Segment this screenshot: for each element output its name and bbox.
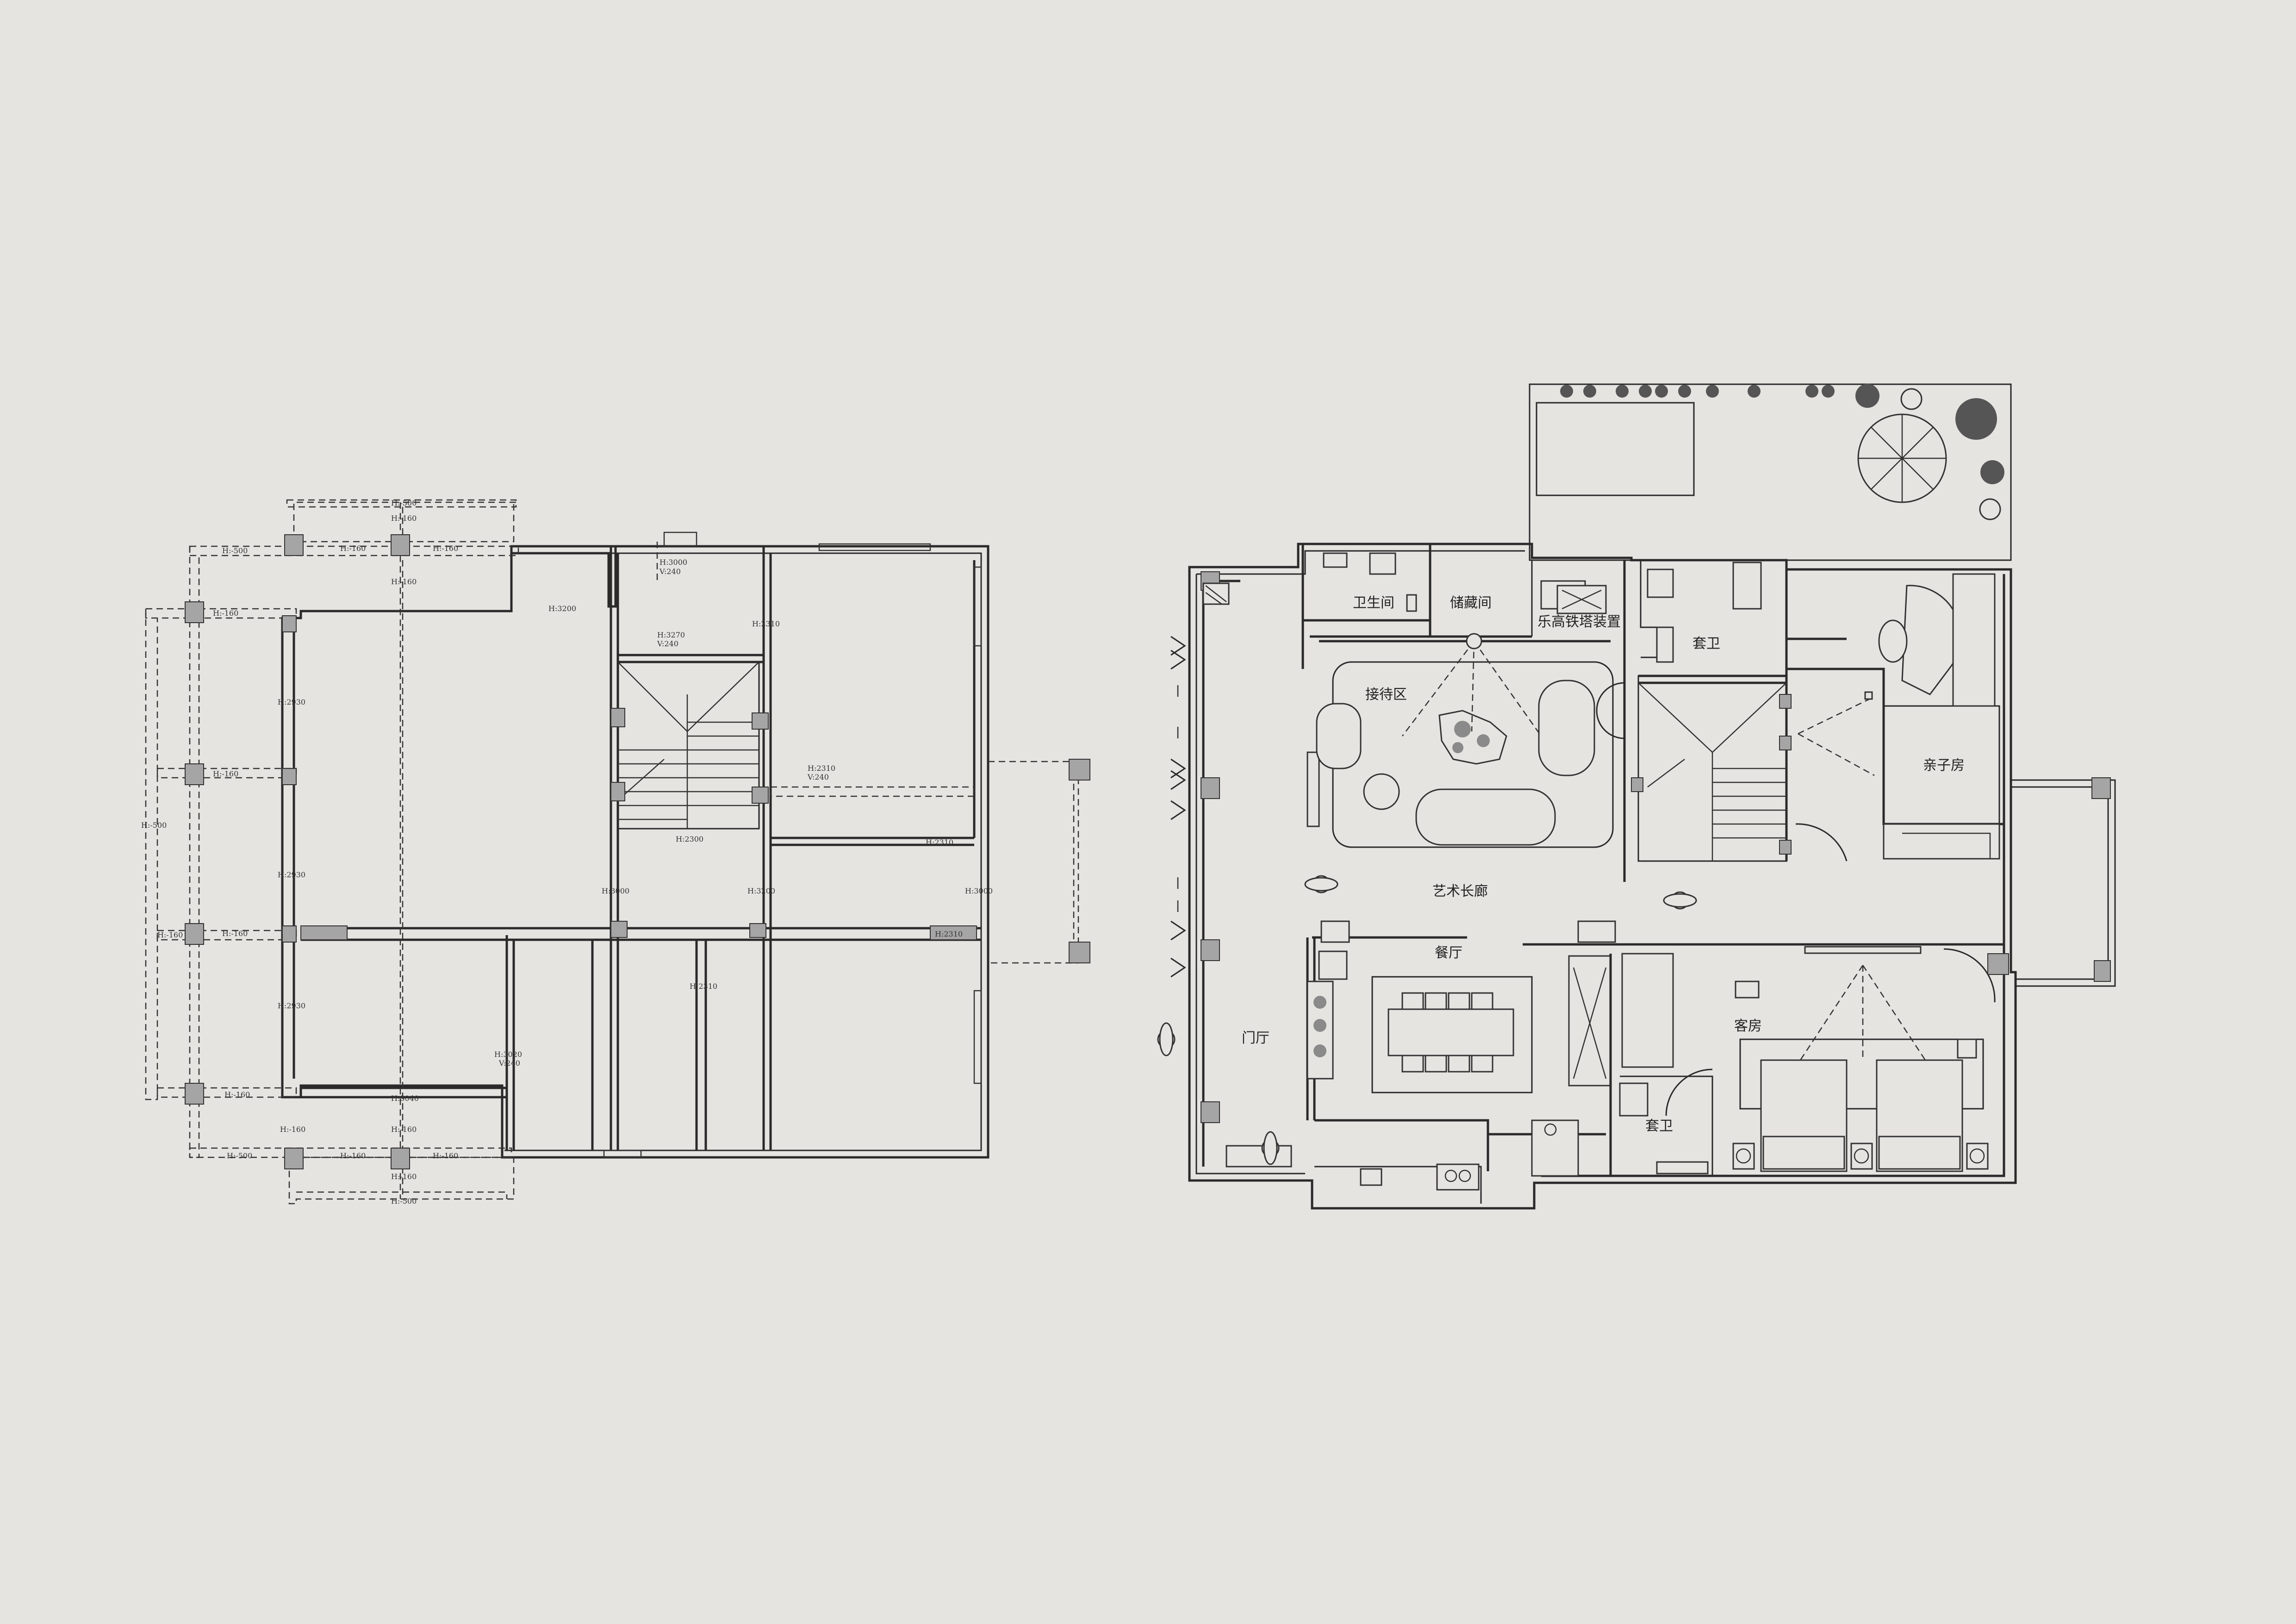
dim-label: H:2310 bbox=[690, 982, 717, 991]
person-icon bbox=[1304, 875, 1338, 893]
dim-label: H:3200 bbox=[747, 887, 775, 895]
dim-label: H:3000 bbox=[602, 887, 629, 895]
room-label-gallery: 艺术长廊 bbox=[1432, 883, 1488, 899]
left-plan-dimension-labels: H:-500 H:-160 H:-500 H:-160 H:-160 H:-16… bbox=[141, 499, 993, 1206]
room-label-foyer: 门厅 bbox=[1242, 1030, 1269, 1046]
dim-label: H:-160 bbox=[224, 1090, 250, 1099]
dim-label: H:2930 bbox=[278, 698, 305, 706]
room-label-reception: 接待区 bbox=[1365, 687, 1407, 703]
dim-label: H:-160 bbox=[157, 931, 183, 939]
dim-label: H:3270 bbox=[657, 631, 685, 639]
dim-label: V:240 bbox=[657, 639, 678, 648]
dim-label: H:-500 bbox=[391, 1197, 417, 1206]
kids-sofa bbox=[1878, 585, 1961, 695]
dim-label: H:-500 bbox=[227, 1151, 252, 1160]
dim-label: V:240 bbox=[659, 567, 681, 576]
dim-label: H:-500 bbox=[391, 499, 417, 507]
dim-label: H:2300 bbox=[676, 835, 703, 843]
room-label-ensuite: 套卫 bbox=[1692, 636, 1720, 652]
dim-label: H:-160 bbox=[391, 1172, 417, 1181]
dim-label: H:-160 bbox=[391, 1125, 417, 1134]
room-label-guest: 客房 bbox=[1734, 1018, 1762, 1034]
dim-label: H:3040 bbox=[391, 1094, 419, 1103]
dining-chairs bbox=[1401, 992, 1493, 1073]
room-label-storage: 储藏间 bbox=[1450, 595, 1492, 611]
wine-cabinet bbox=[1307, 981, 1334, 1080]
dim-label: H:-160 bbox=[391, 577, 417, 586]
dim-label: H:2310 bbox=[808, 764, 835, 773]
dim-label: H:2310 bbox=[926, 838, 953, 847]
dim-label: H:-500 bbox=[222, 546, 248, 555]
dim-label: H:-160 bbox=[433, 544, 458, 553]
room-label-lego: 乐高铁塔装置 bbox=[1537, 614, 1621, 630]
dim-label: H:3020 bbox=[494, 1050, 522, 1059]
dim-label: H:-160 bbox=[222, 929, 248, 938]
person-icon bbox=[1663, 891, 1697, 910]
room-label-ensuite: 套卫 bbox=[1645, 1118, 1673, 1134]
left-floor-plan: H:-500 H:-160 H:-500 H:-160 H:-160 H:-16… bbox=[141, 499, 1090, 1206]
hedge-plants bbox=[1560, 384, 2004, 484]
entrance-arrows bbox=[1170, 636, 1186, 978]
dim-label: H:-160 bbox=[433, 1151, 458, 1160]
dim-label: H:2930 bbox=[278, 1001, 305, 1010]
dim-label: V:240 bbox=[807, 773, 829, 781]
dim-label: H:-160 bbox=[340, 1151, 366, 1160]
person-icon bbox=[1157, 1022, 1176, 1056]
room-label-kids: 亲子房 bbox=[1923, 757, 1965, 774]
stair-treads bbox=[618, 721, 759, 820]
sculpture-icon bbox=[1438, 710, 1507, 765]
stair-treads-right bbox=[1647, 759, 1786, 839]
dim-label: H:-160 bbox=[213, 769, 238, 778]
dim-label: H:-160 bbox=[391, 514, 417, 523]
dim-label: H:-500 bbox=[141, 821, 167, 830]
dim-label: H:3000 bbox=[660, 558, 687, 567]
dim-label: H:2310 bbox=[752, 619, 780, 628]
room-label-dining: 餐厅 bbox=[1435, 945, 1462, 961]
umbrella-icon bbox=[1857, 413, 1947, 503]
structural-columns bbox=[185, 534, 1090, 1169]
dim-label: H:-160 bbox=[280, 1125, 305, 1134]
dim-label: V:240 bbox=[498, 1059, 520, 1068]
dim-label: H:3000 bbox=[965, 887, 993, 895]
dim-label: H:-160 bbox=[213, 609, 238, 618]
dim-label: H:2310 bbox=[935, 930, 963, 938]
dim-label: H:2930 bbox=[278, 870, 305, 879]
room-label-toilet: 卫生间 bbox=[1353, 595, 1394, 611]
dim-label: H:3200 bbox=[548, 604, 576, 613]
right-floor-plan: 卫生间 储藏间 乐高铁塔装置 接待区 套卫 亲子房 艺术长廊 餐厅 门厅 客房 … bbox=[1157, 383, 2116, 1210]
person-icon bbox=[1261, 1131, 1280, 1165]
room-labels: 卫生间 储藏间 乐高铁塔装置 接待区 套卫 亲子房 艺术长廊 餐厅 门厅 客房 … bbox=[1242, 595, 1965, 1134]
dim-label: H:-160 bbox=[340, 544, 366, 553]
